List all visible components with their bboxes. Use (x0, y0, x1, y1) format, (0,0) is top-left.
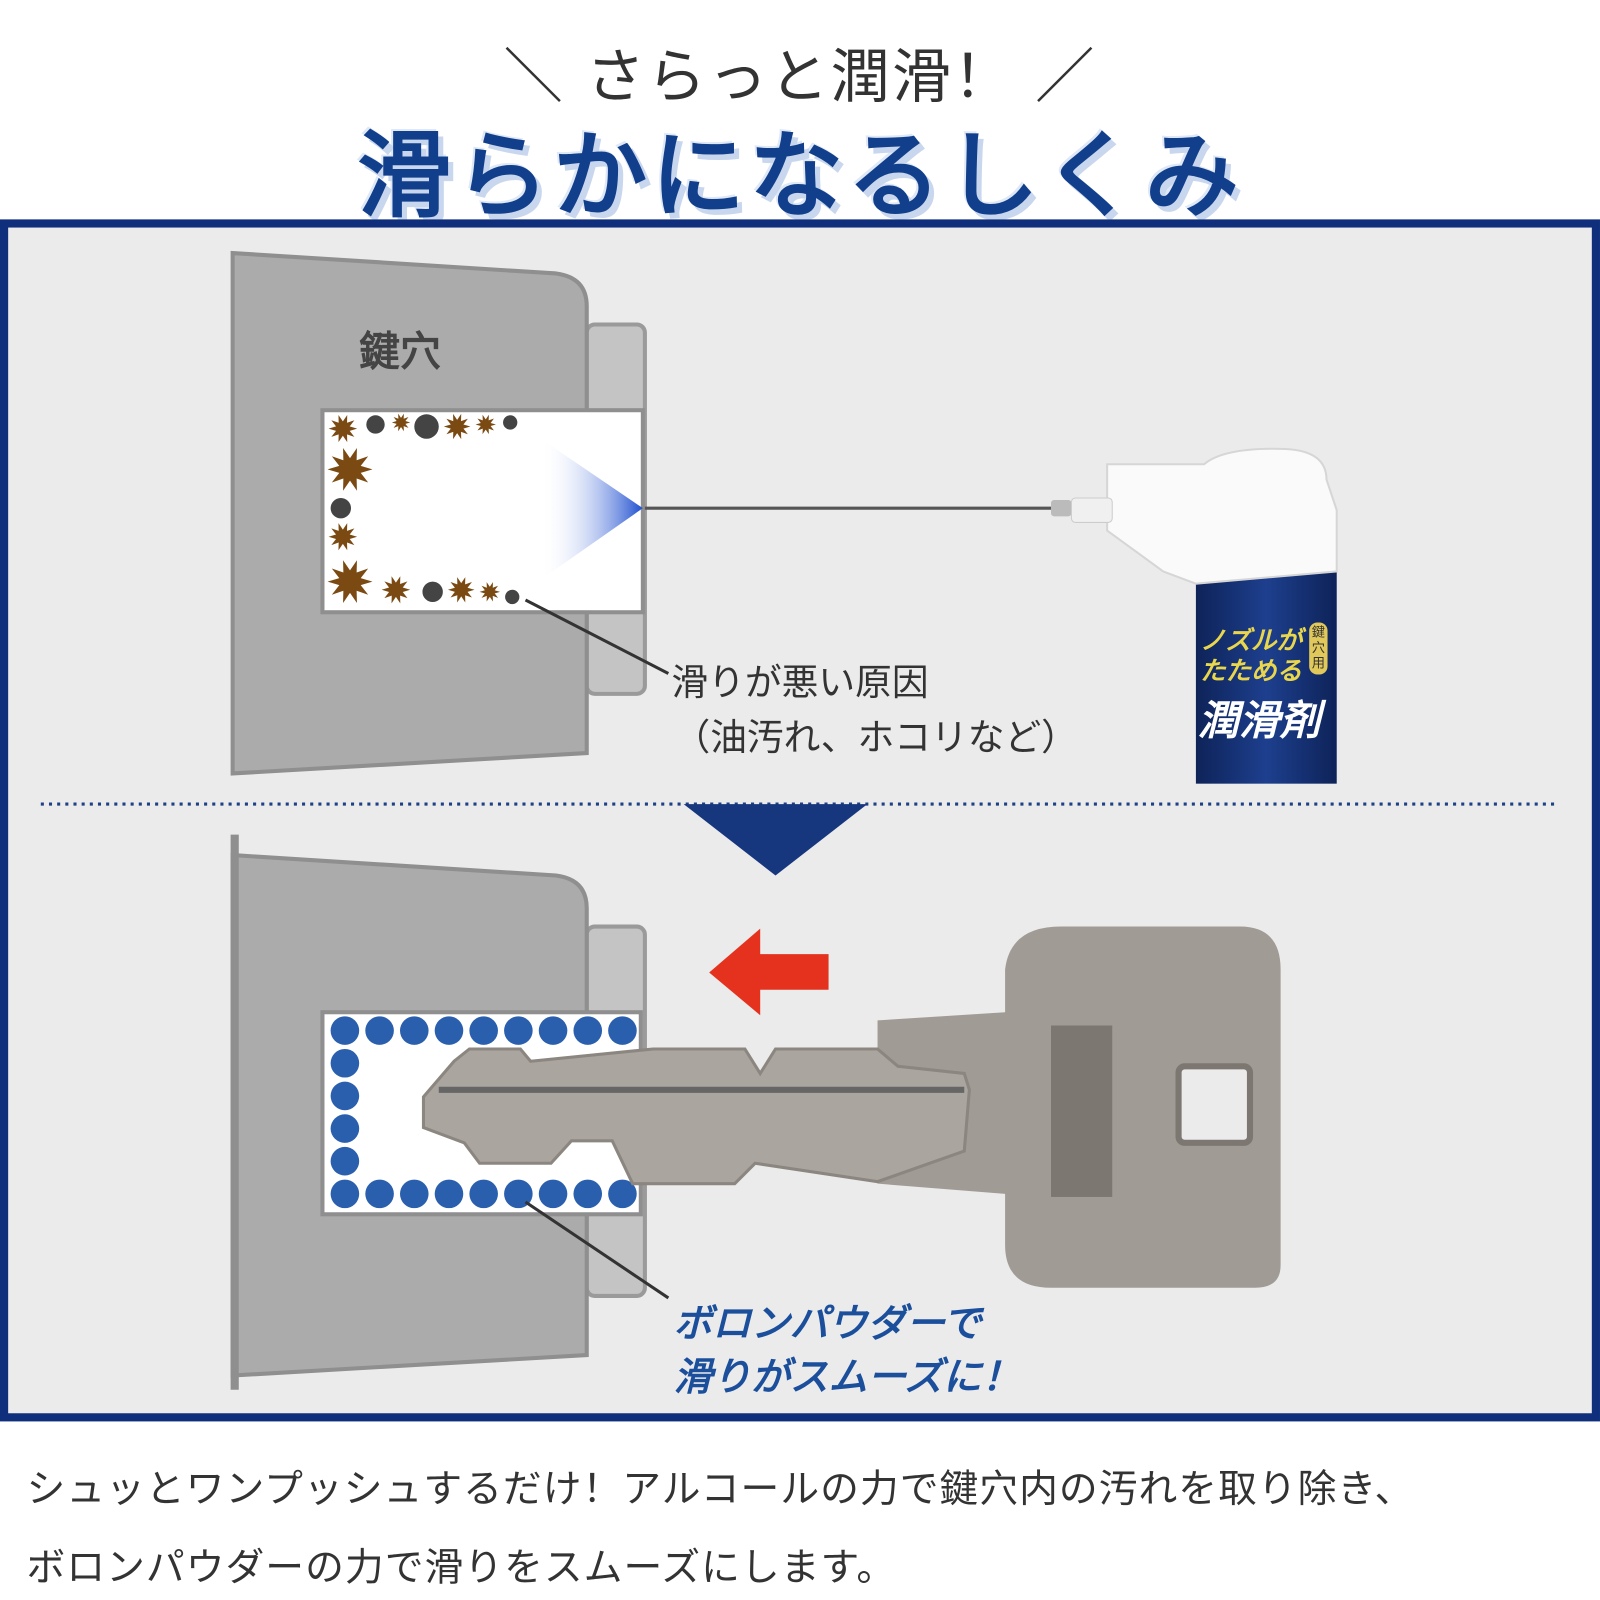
boron-particle (573, 1016, 603, 1045)
dust-particle (366, 415, 385, 434)
slash-right-decoration: ／ (1014, 41, 1097, 112)
key-groove (1051, 1025, 1113, 1197)
boron-particle (330, 1114, 360, 1143)
insert-direction-arrow-icon (709, 928, 829, 1016)
dust-particle (414, 414, 439, 439)
subtitle-text: さらっと潤滑！ (585, 41, 1015, 112)
slash-left-decoration: ＼ (503, 41, 586, 112)
boron-particle (330, 1048, 360, 1078)
dirt-particles (327, 413, 520, 605)
boron-particle (399, 1016, 429, 1045)
boron-particle (330, 1081, 360, 1111)
product-tagline-2: たためる (1199, 656, 1303, 686)
dust-particle (505, 589, 520, 605)
result-label-2: 滑りがスムーズに！ (673, 1354, 1021, 1399)
key-blade (421, 1047, 971, 1186)
down-arrow-icon (683, 804, 868, 876)
key-hole (1175, 1063, 1254, 1146)
dirt-particle (327, 560, 373, 603)
page-title: 滑らかになるしくみ (357, 121, 1243, 231)
result-label-1: ボロンパウダーで (673, 1301, 982, 1346)
dust-particle (503, 415, 518, 430)
key (421, 926, 1281, 1288)
spray-can-cap (1106, 447, 1338, 585)
callout-line-bottom (524, 1200, 670, 1300)
boron-particle (365, 1179, 394, 1209)
boron-particle (434, 1016, 464, 1045)
dirt-particle (327, 448, 373, 491)
boron-particle (434, 1179, 464, 1209)
dirt-particle (381, 576, 411, 604)
dirt-particle (479, 582, 500, 602)
boron-particle (538, 1016, 568, 1045)
boron-particle (608, 1179, 637, 1209)
dirt-particle (328, 414, 358, 443)
boron-particle (608, 1016, 637, 1045)
dirt-particle (475, 414, 496, 435)
boron-particle (399, 1179, 429, 1209)
boron-particle (330, 1146, 360, 1176)
boron-particle (573, 1179, 603, 1209)
description-line-1: シュッとワンプッシュするだけ！アルコールの力で鍵穴内の汚れを取り除き、 (26, 1466, 1415, 1512)
spray-can (644, 447, 1338, 784)
description-line-2: ボロンパウダーの力で滑りをスムーズにします。 (26, 1544, 897, 1590)
boron-particle (365, 1016, 394, 1045)
cause-label: 滑りが悪い原因 (671, 662, 929, 705)
lock-cylinder-top (230, 250, 647, 776)
product-tagline-1: ノズルが (1199, 625, 1303, 656)
boron-particle (504, 1016, 533, 1045)
callout-line (524, 598, 670, 675)
subtitle: ＼ さらっと潤滑！ ／ (0, 29, 1600, 115)
dirt-particle (443, 413, 471, 440)
dust-particle (422, 581, 443, 603)
product-name: 潤滑剤 (1197, 697, 1321, 745)
cause-detail-label: （油汚れ、ホコリなど） (673, 717, 1078, 760)
boron-particle (469, 1016, 498, 1045)
spray-cone (540, 438, 643, 580)
dirt-particle (328, 523, 358, 551)
dirt-particle (391, 413, 411, 432)
product-badge: 鍵穴用 (1309, 622, 1328, 675)
keyhole-label: 鍵穴 (359, 328, 441, 376)
boron-particle (538, 1179, 568, 1209)
boron-particle (504, 1179, 533, 1209)
dirt-particle (447, 577, 475, 603)
boron-particle (330, 1179, 360, 1209)
dust-particle (330, 497, 352, 519)
boron-particle (469, 1179, 498, 1209)
boron-particles (330, 1016, 637, 1209)
boron-particle (330, 1016, 360, 1045)
